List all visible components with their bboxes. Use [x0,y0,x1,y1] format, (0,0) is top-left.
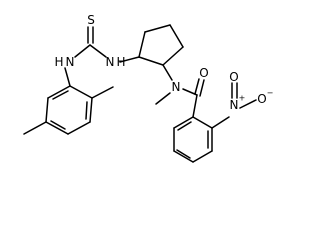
bond-bz-inner-3 [177,121,192,131]
bond-cp-2 [144,24,171,33]
nitro-nitrogen-label: N [230,98,239,112]
bond-benzene-nitro-n [211,116,230,129]
bond-aryl-inner-2 [50,120,66,130]
bond-aryl-6 [47,85,71,99]
bond-cp-5 [138,56,164,66]
bond-carbonyl-benzene [192,94,198,118]
nitro-nitrogen-charge: + [239,94,246,103]
thiourea-nh-right-h-label: H [116,55,125,69]
bond-co-double-b [199,79,205,97]
bond-bz-6 [173,116,194,129]
bond-aryl-4 [45,121,69,135]
bond-bz-4 [173,150,194,163]
bond-aryl-5 [45,97,49,123]
nitro-oxygen-lower-label: O [257,92,266,106]
thiourea-nh-left-h-label: H [54,55,63,69]
bond-cp-1 [138,31,146,58]
thiourea-n-left-label: N [66,55,75,69]
amide-nitrogen-label: N [172,80,181,94]
bond-aryl-inner-1 [85,101,88,120]
bond-nright-ring [119,56,140,63]
bonds [23,24,257,163]
chemical-structure-diagram: S H N N H N O N + O O − [23,13,273,163]
bond-nleft-aryl [64,67,71,87]
bond-methyl-ortho [91,86,114,99]
bond-c-nright [89,44,107,58]
thiourea-n-right-label: N [106,55,115,69]
bond-aryl-1 [69,85,93,99]
nitro-oxygen-upper-label: O [229,70,238,84]
thione-sulfur-label: S [87,13,95,27]
bond-n-methyl [155,92,171,105]
bond-aryl-3 [67,121,91,135]
bond-bz-inner-2 [176,149,191,159]
bond-bz-1 [192,116,213,129]
atom-labels: S H N N H N O N + O O − [54,13,273,112]
bond-cp-3 [169,24,184,48]
bond-c-nleft [74,44,91,58]
nitro-oxygen-charge: − [267,89,274,98]
bond-nitro-o-lower [239,99,257,109]
bond-methyl-meta [23,121,47,135]
bond-aryl-inner-3 [52,90,69,100]
bond-co-double-a [194,78,200,95]
carbonyl-oxygen-label: O [199,66,208,80]
bond-ring-amide-n [162,64,173,81]
bond-cp-4 [162,46,184,66]
bond-aryl-2 [89,97,93,123]
bond-bz-3 [192,150,213,163]
